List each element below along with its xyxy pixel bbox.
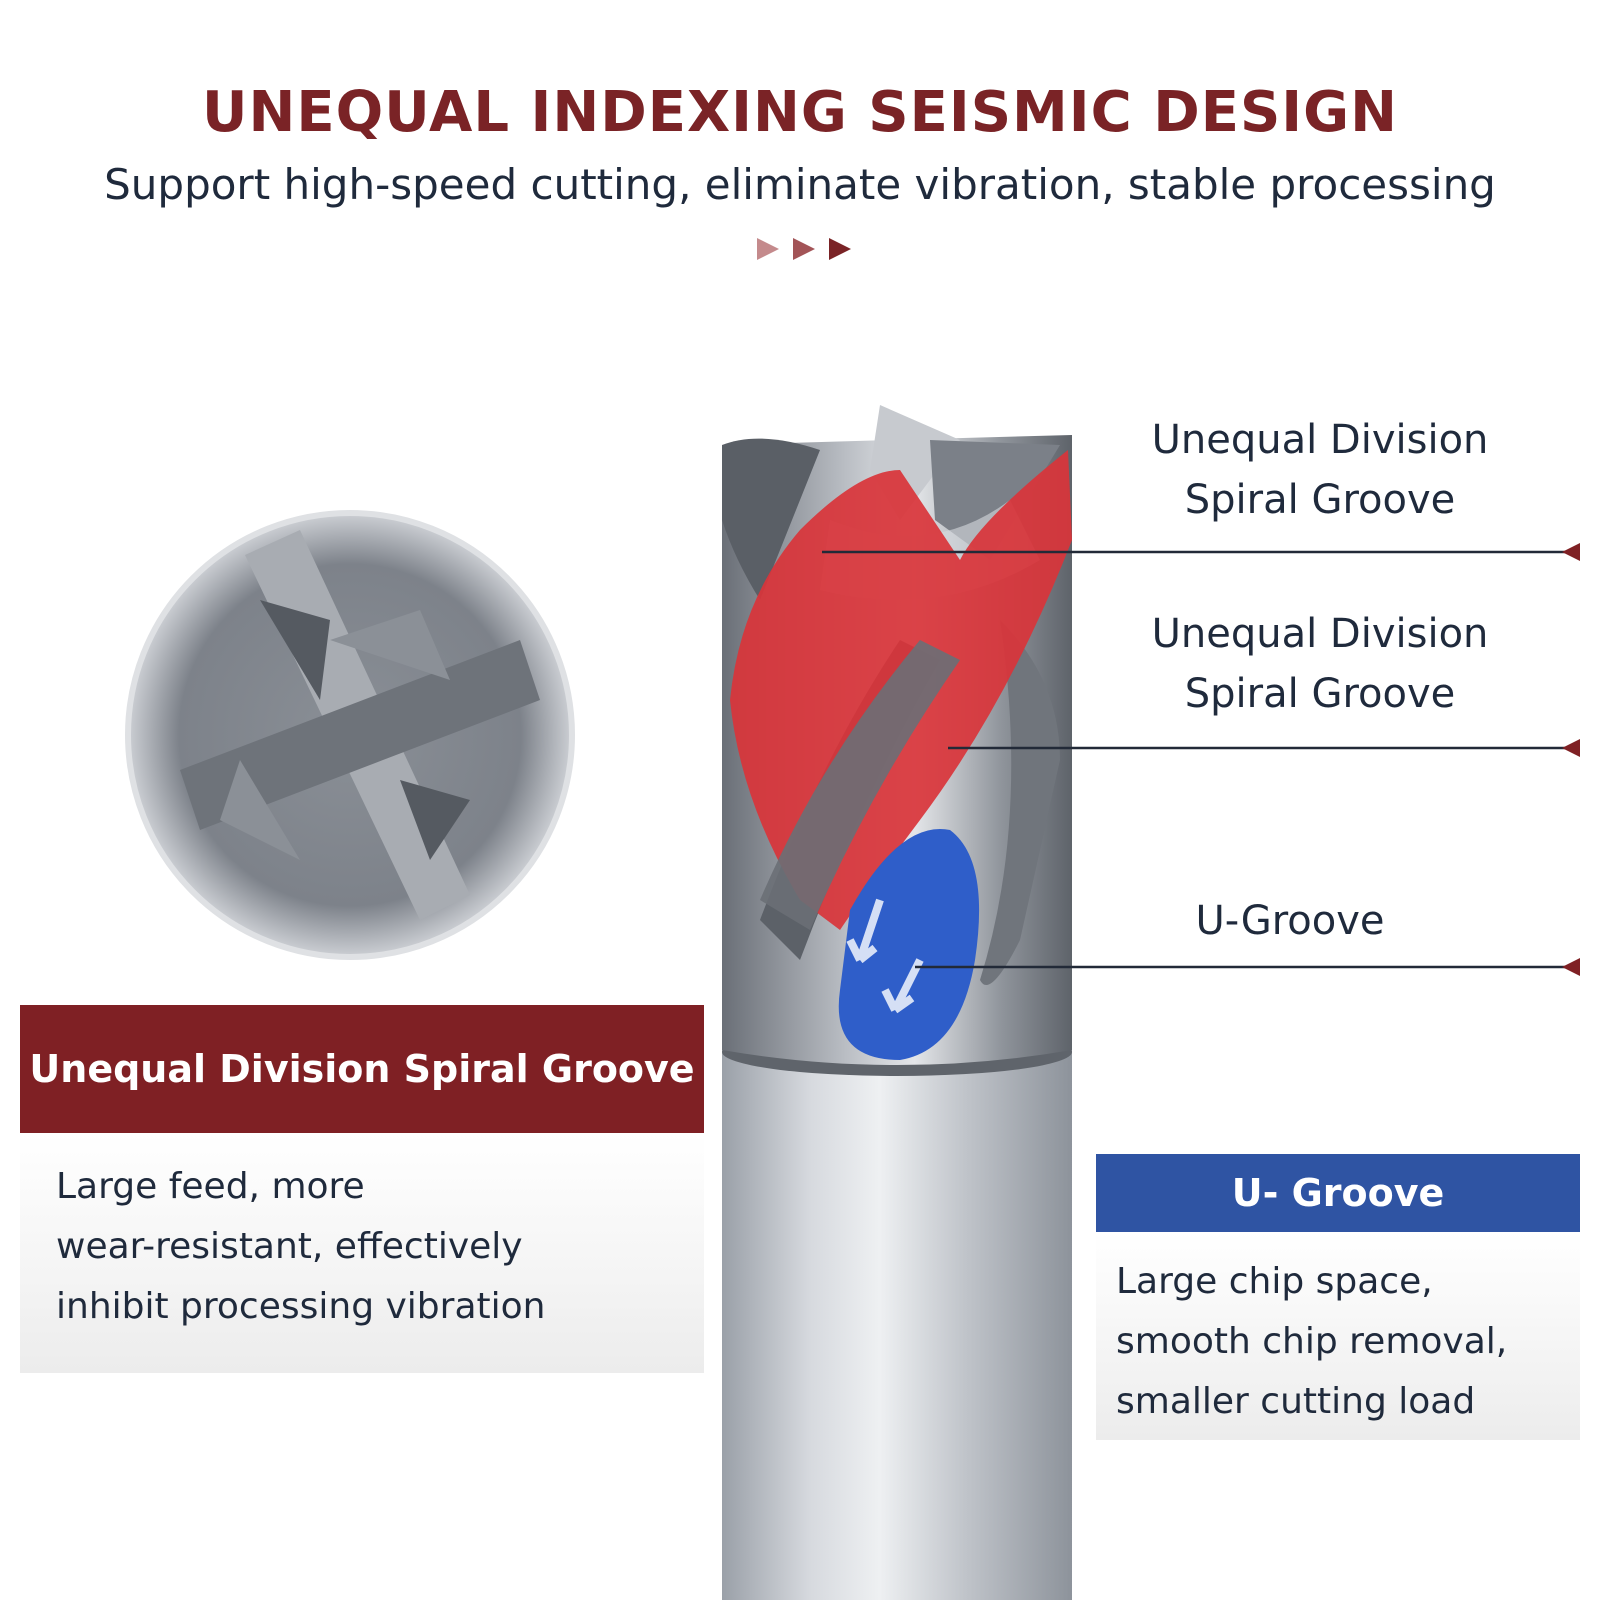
callout-label-spiral-groove-1: Unequal Division Spiral Groove — [1120, 410, 1520, 530]
u-groove-highlight — [838, 829, 980, 1060]
description-line: smooth chip removal, — [1116, 1321, 1508, 1362]
u-groove-heading-text: U- Groove — [1231, 1171, 1445, 1215]
chevron-right-icon — [793, 238, 815, 260]
spiral-groove-heading-text: Unequal Division Spiral Groove — [29, 1047, 695, 1091]
triple-chevron-icon — [757, 238, 851, 260]
description-line: Large feed, more — [56, 1166, 365, 1207]
callout-label-line: U-Groove — [1195, 898, 1385, 944]
spiral-groove-heading: Unequal Division Spiral Groove — [20, 1005, 704, 1133]
spiral-groove-description: Large feed, more wear-resistant, effecti… — [20, 1133, 704, 1373]
description-line: Large chip space, — [1116, 1261, 1433, 1302]
description-line: inhibit processing vibration — [56, 1286, 546, 1327]
callout-label-u-groove: U-Groove — [1110, 891, 1470, 951]
callout-label-spiral-groove-2: Unequal Division Spiral Groove — [1120, 604, 1520, 724]
callout-label-line: Unequal Division — [1151, 417, 1489, 463]
callout-label-line: Spiral Groove — [1184, 477, 1456, 523]
page-title: UNEQUAL INDEXING SEISMIC DESIGN — [202, 80, 1398, 145]
description-line: smaller cutting load — [1116, 1381, 1476, 1422]
chevron-right-icon — [757, 238, 779, 260]
shank — [722, 1028, 1072, 1600]
page-subtitle: Support high-speed cutting, eliminate vi… — [104, 160, 1496, 209]
chevron-right-icon — [829, 238, 851, 260]
u-groove-heading: U- Groove — [1096, 1154, 1580, 1232]
callout-leader-lines — [822, 543, 1580, 976]
callout-label-line: Spiral Groove — [1184, 671, 1456, 717]
u-groove-description: Large chip space, smooth chip removal, s… — [1096, 1232, 1580, 1440]
end-face-view — [125, 510, 575, 960]
callout-label-line: Unequal Division — [1151, 611, 1489, 657]
description-line: wear-resistant, effectively — [56, 1226, 523, 1267]
